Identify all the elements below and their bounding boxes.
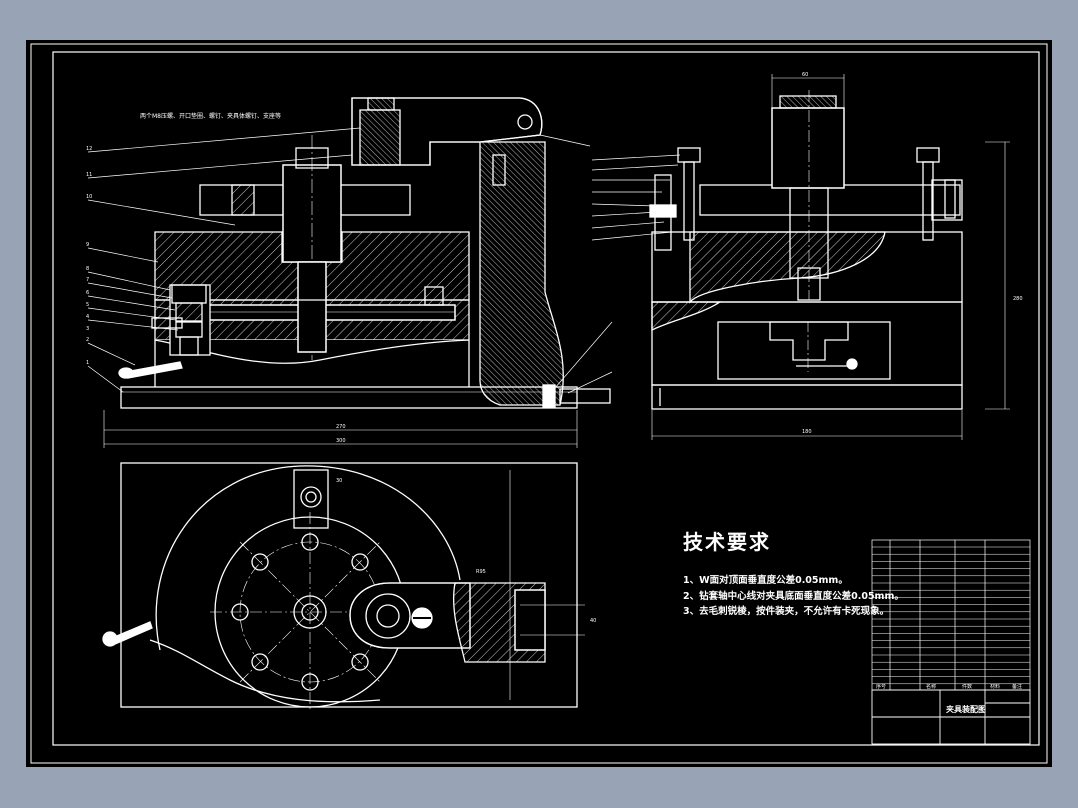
balloon-7: 7 <box>86 277 89 283</box>
plan-dim-width: 40 <box>590 618 596 624</box>
balloon-2: 2 <box>86 337 89 343</box>
front-dim-outer: 300 <box>336 438 346 444</box>
plan-dim-offset: 30 <box>336 478 342 484</box>
side-dim-height: 280 <box>1013 296 1023 302</box>
tb-label-qty: 件数 <box>962 683 972 690</box>
front-dim-inner: 270 <box>336 424 346 430</box>
tb-label-note: 备注 <box>1012 683 1022 690</box>
balloon-9: 9 <box>86 242 89 248</box>
tech-req-item-2: 2、钻套轴中心线对夹具底面垂直度公差0.05mm。 <box>683 591 904 602</box>
balloon-11: 11 <box>86 172 92 178</box>
front-view <box>103 97 611 448</box>
tech-req-item-1: 1、W面对顶面垂直度公差0.05mm。 <box>683 575 848 586</box>
front-balloons: 12 11 10 9 8 7 6 5 4 3 2 1 <box>86 146 92 366</box>
plan-view <box>102 462 585 712</box>
tb-label-mat: 材料 <box>990 683 1000 690</box>
title-block-header: 序号 名称 件数 材料 备注 <box>876 683 1022 690</box>
balloon-12: 12 <box>86 146 92 152</box>
balloon-5: 5 <box>86 302 89 308</box>
balloon-10: 10 <box>86 194 92 200</box>
tb-label-name: 名称 <box>926 683 936 690</box>
front-leaders <box>87 127 613 397</box>
balloon-4: 4 <box>86 314 89 320</box>
drawing-name: 夹具装配图 <box>946 705 986 714</box>
tb-label-seq: 序号 <box>876 683 886 690</box>
inner-frame <box>52 51 1040 746</box>
balloon-8: 8 <box>86 266 89 272</box>
title-block <box>871 689 1031 745</box>
technical-requirements-title: 技术要求 <box>683 530 771 554</box>
tech-req-item-3: 3、去毛刺锐棱，按件装夹，不允许有卡死现象。 <box>683 606 890 617</box>
balloon-1: 1 <box>86 360 89 366</box>
top-note: 两个M8压螺、开口垫圈、螺钉、夹具体螺钉、支座等 <box>140 112 281 120</box>
side-view <box>649 74 1010 440</box>
side-dim-top: 60 <box>802 72 808 78</box>
side-dim-bottom: 180 <box>802 429 812 435</box>
parts-list-rows <box>872 546 1030 685</box>
outer-frame <box>30 43 1048 764</box>
side-leaders <box>591 154 681 241</box>
balloon-3: 3 <box>86 326 89 332</box>
balloon-6: 6 <box>86 290 89 296</box>
plan-dim-radius: R95 <box>476 569 486 575</box>
